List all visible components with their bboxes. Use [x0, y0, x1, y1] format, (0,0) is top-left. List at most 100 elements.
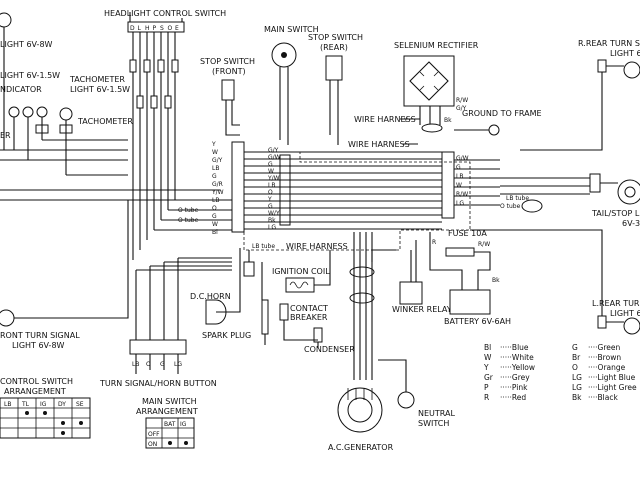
stop-switch-front-label-1: STOP SWITCH — [200, 57, 255, 66]
dc-horn-label: D.C.HORN — [190, 292, 231, 301]
control-switch-label-2: ARRANGEMENT — [4, 387, 66, 396]
tacho-light-label-1: TACHOMETER — [69, 75, 125, 84]
tail-stop-label-2: 6V-3, — [622, 219, 640, 228]
main-arr-label-2: ARRANGEMENT — [136, 407, 198, 416]
tacho-light-label-2: LIGHT 6V-1.5W — [70, 85, 130, 94]
mid-connector-block — [279, 154, 291, 226]
legend-color-name: ·····Grey — [500, 373, 530, 382]
headlight-switch-terminal-box — [127, 21, 185, 33]
headlight-terminal-label: D — [130, 25, 135, 32]
legend-color-name: ·····Red — [500, 393, 526, 402]
main-switch-row: OFF — [148, 431, 160, 438]
headlight-terminal-label: O — [168, 25, 173, 32]
tube-label: O tube — [500, 203, 521, 210]
legend-code: P — [484, 383, 489, 392]
wire-code-label: W — [212, 221, 218, 228]
front-right-turn-group: LIGHT 6V-8W LIGHT 6V-1.5W NDICATOR ER TA… — [0, 12, 220, 201]
legend-color-name: ····Orange — [588, 363, 626, 372]
wire-code-label: LB — [212, 197, 219, 204]
rear-stop-switch: STOP SWITCH (REAR) — [308, 33, 363, 145]
rear-turn-right-label-2: LIGHT 6V — [610, 49, 640, 58]
wire-code-label: Y/W — [267, 175, 280, 182]
rear-turn-connector — [597, 59, 607, 73]
headlight-switch-label: HEADLIGHT CONTROL SWITCH — [104, 9, 226, 18]
spark-plug-icon — [261, 299, 269, 335]
legend-code: Br — [572, 353, 581, 362]
wire-harness-label: WIRE HARNESS — [348, 140, 410, 149]
legend-color-name: ·····Blue — [500, 343, 529, 352]
rear-turn-connector — [597, 315, 607, 329]
legend-code: Bk — [572, 393, 582, 402]
rear-turn-lamp-icon — [623, 317, 640, 335]
front-stop-switch-body — [221, 79, 235, 101]
wire-code-label: W — [212, 149, 218, 156]
rectifier-grommet — [421, 123, 443, 133]
headlight-connectors — [129, 59, 179, 109]
wire-code-label: G/Y — [268, 147, 279, 154]
spark-plug-label: SPARK PLUG — [202, 331, 251, 340]
wire-code-label: O — [268, 189, 273, 196]
stop-switch-rear-label-2: (REAR) — [320, 43, 348, 52]
wire-code-label: Y — [211, 141, 216, 148]
l-rear-turn-label-2: LIGHT 6V — [610, 309, 640, 318]
wire-code-label: W — [456, 182, 462, 189]
main-switch: MAIN SWITCH — [264, 25, 319, 145]
ac-generator-label: A.C.GENERATOR — [328, 443, 394, 452]
legend-code: W — [484, 353, 492, 362]
right-rear-turn-signal: R.REAR TURN SI LIGHT 6V — [520, 39, 640, 151]
fuse-icon — [445, 247, 475, 257]
legend-color-name: ·····White — [500, 353, 534, 362]
control-switch-header: IG — [40, 401, 47, 408]
legend-code: Gr — [484, 373, 494, 382]
legend-color-name: ·····Pink — [500, 383, 528, 392]
ignition-section: IGNITION COIL D.C.HORN SPARK PLUG CONTAC… — [190, 248, 355, 354]
legend-color-name: ·····Yellow — [500, 363, 535, 372]
tachometer-label: TACHOMETER — [77, 117, 133, 126]
battery-icon — [449, 289, 491, 315]
tail-lamp-plug — [521, 199, 543, 213]
indicator-lamp-icon — [36, 106, 48, 118]
tube-label: LB tube — [252, 243, 275, 250]
l-rear-turn-label-1: L.REAR TURN S — [592, 299, 640, 308]
legend-color-name: ····Brown — [588, 353, 621, 362]
wire-code-label: G — [212, 173, 217, 180]
front-left-turn-signal: RONT TURN SIGNAL LIGHT 6V-8W — [0, 200, 129, 350]
legend-color-name: ····Light Blue — [588, 373, 636, 382]
wire-code-label: Y — [267, 196, 272, 203]
legend-color-name: ····Black — [588, 393, 618, 402]
svg-text:LG: LG — [174, 361, 182, 368]
wire-code-label: LG — [456, 200, 464, 207]
tube-label: LB tube — [506, 195, 529, 202]
condenser-label: CONDENSER — [304, 345, 355, 354]
tube-label: O tube — [178, 217, 199, 224]
ignition-coil-label: IGNITION COIL — [272, 267, 330, 276]
control-switch-label-1: CONTROL SWITCH — [0, 377, 73, 386]
neutral-label-1: NEUTRAL — [418, 409, 455, 418]
legend-code: Bl — [484, 343, 491, 352]
wire-code-label: LB — [268, 182, 275, 189]
wire-code-label: G/W — [456, 155, 469, 162]
wire-code-label: O — [212, 205, 217, 212]
control-switch-header: LB — [4, 401, 11, 408]
color-legend: Bl·····BlueW·····WhiteY·····YellowGr····… — [483, 343, 637, 402]
tail-stop-light: TAIL/STOP L 6V-3, — [500, 173, 640, 228]
main-switch-header: IG — [180, 421, 187, 428]
tube-label: O tube — [178, 207, 199, 214]
wire-code-label: W — [268, 168, 274, 175]
stop-switch-front-label-2: (FRONT) — [212, 67, 246, 76]
wire-code-label: G — [268, 203, 273, 210]
stop-switch-rear-label-1: STOP SWITCH — [308, 33, 363, 42]
indicator-lamp-icon — [22, 106, 34, 118]
contact-breaker-icon — [279, 303, 289, 321]
rectifier-wire-code: Bk — [444, 117, 452, 124]
contact-label-1: CONTACT — [290, 304, 328, 313]
